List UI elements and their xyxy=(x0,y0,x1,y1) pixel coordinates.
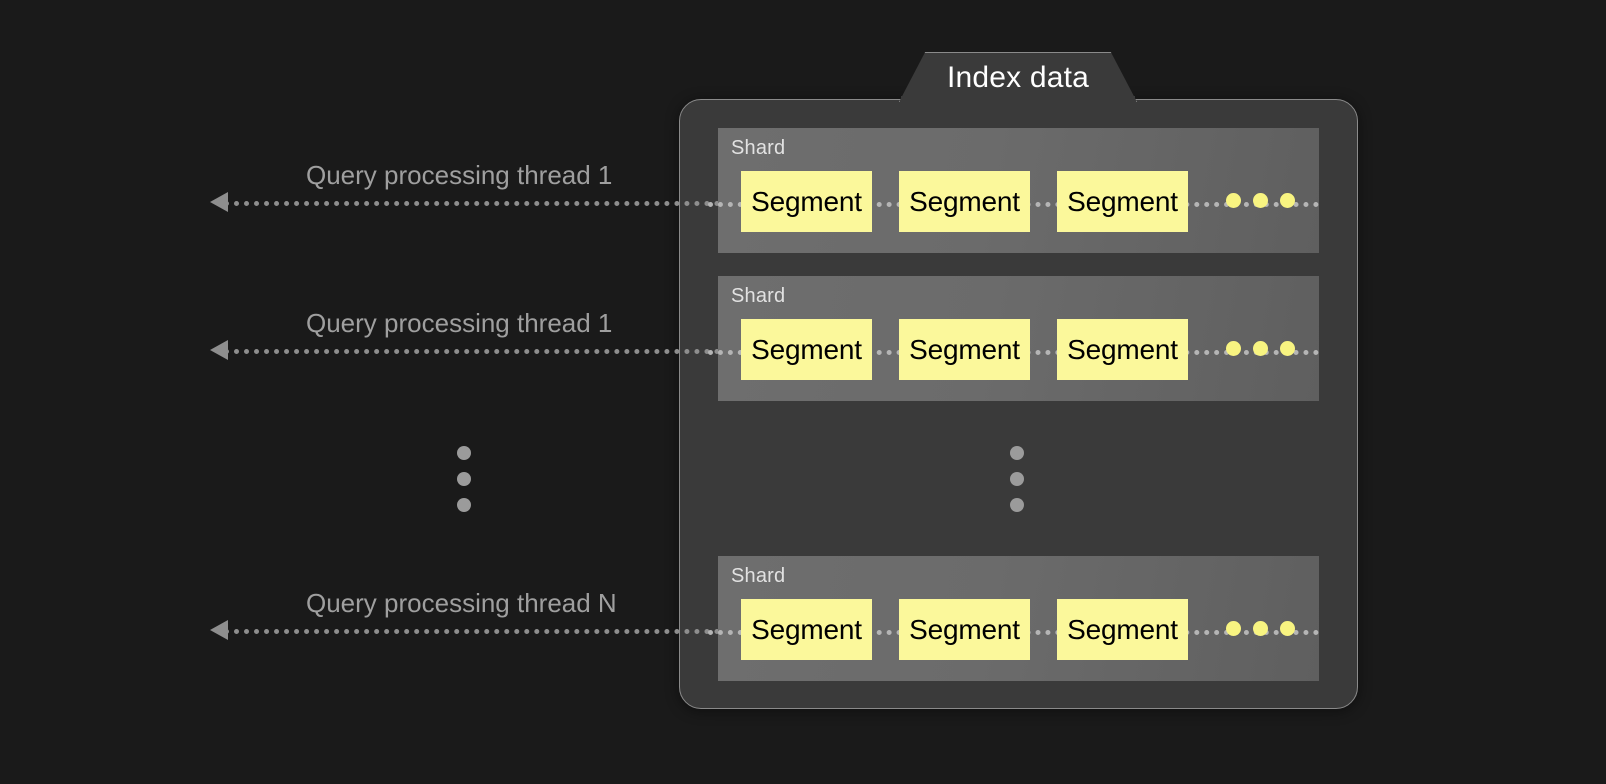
ellipsis-dot xyxy=(457,472,471,486)
ellipsis-dot xyxy=(1253,193,1268,208)
shard-vertical-ellipsis xyxy=(1010,446,1024,512)
ellipsis-dot xyxy=(1010,472,1024,486)
segment-gap xyxy=(1030,319,1057,380)
segment-box[interactable]: Segment xyxy=(741,171,872,232)
shard-label: Shard xyxy=(731,565,786,587)
query-thread-dotted-line xyxy=(224,349,750,354)
segment-ellipsis-dots xyxy=(1226,341,1295,356)
segment-box[interactable]: Segment xyxy=(1057,599,1188,660)
ellipsis-dot xyxy=(457,498,471,512)
tab-panel-seam xyxy=(901,96,1135,104)
segment-gap xyxy=(872,319,899,380)
segment-gap xyxy=(872,171,899,232)
segment-list: Segment Segment Segment xyxy=(741,599,1188,660)
segment-gap xyxy=(872,599,899,660)
shard-row[interactable]: Shard Segment Segment Segment xyxy=(708,556,1319,681)
shard-label: Shard xyxy=(731,285,786,307)
index-tab-label: Index data xyxy=(946,60,1090,94)
segment-list: Segment Segment Segment xyxy=(741,319,1188,380)
segment-ellipsis-dots xyxy=(1226,193,1295,208)
ellipsis-dot xyxy=(1280,621,1295,636)
segment-box[interactable]: Segment xyxy=(741,599,872,660)
shard-row[interactable]: Shard Segment Segment Segment xyxy=(708,276,1319,401)
shard-label: Shard xyxy=(731,137,786,159)
segment-list: Segment Segment Segment xyxy=(741,171,1188,232)
ellipsis-dot xyxy=(1226,621,1241,636)
ellipsis-dot xyxy=(457,446,471,460)
query-thread-label: Query processing thread N xyxy=(306,588,617,618)
ellipsis-dot xyxy=(1280,341,1295,356)
shard-row[interactable]: Shard Segment Segment Segment xyxy=(708,128,1319,253)
ellipsis-dot xyxy=(1253,621,1268,636)
segment-box[interactable]: Segment xyxy=(1057,319,1188,380)
index-data-tab[interactable]: Index data xyxy=(899,52,1137,102)
arrow-left-icon xyxy=(210,620,228,640)
query-thread-dotted-line xyxy=(224,201,750,206)
query-thread-label: Query processing thread 1 xyxy=(306,160,613,190)
ellipsis-dot xyxy=(1253,341,1268,356)
arrow-left-icon xyxy=(210,340,228,360)
arrow-left-icon xyxy=(210,192,228,212)
segment-box[interactable]: Segment xyxy=(1057,171,1188,232)
segment-box[interactable]: Segment xyxy=(899,171,1030,232)
ellipsis-dot xyxy=(1010,498,1024,512)
segment-box[interactable]: Segment xyxy=(899,319,1030,380)
segment-gap xyxy=(1030,599,1057,660)
ellipsis-dot xyxy=(1010,446,1024,460)
ellipsis-dot xyxy=(1280,193,1295,208)
thread-vertical-ellipsis xyxy=(457,446,471,512)
ellipsis-dot xyxy=(1226,193,1241,208)
segment-gap xyxy=(1030,171,1057,232)
segment-ellipsis-dots xyxy=(1226,621,1295,636)
ellipsis-dot xyxy=(1226,341,1241,356)
segment-box[interactable]: Segment xyxy=(741,319,872,380)
query-thread-label: Query processing thread 1 xyxy=(306,308,613,338)
query-thread-dotted-line xyxy=(224,629,750,634)
segment-box[interactable]: Segment xyxy=(899,599,1030,660)
